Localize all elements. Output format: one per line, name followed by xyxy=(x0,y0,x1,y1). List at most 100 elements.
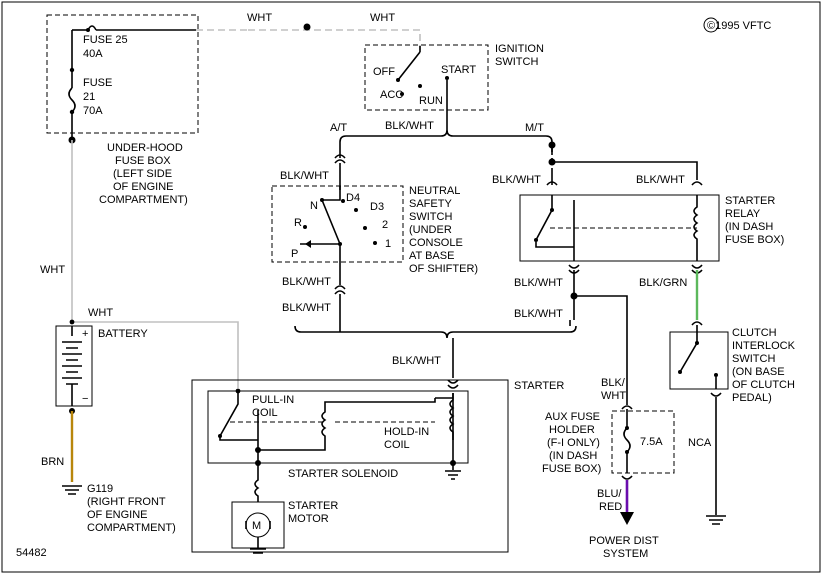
fuse-box-label-5: COMPARTMENT) xyxy=(99,194,188,206)
starter-solenoid-box xyxy=(207,390,469,464)
clutch-interlock-box xyxy=(669,331,729,390)
blu-red-label-2: RED xyxy=(599,501,622,513)
pds-label-2: SYSTEM xyxy=(603,548,648,560)
blkwht-ns-b1-label: BLK/WHT xyxy=(282,276,331,288)
ign-acc-label: ACC xyxy=(380,89,403,101)
ci-label-6: PEDAL) xyxy=(732,392,772,404)
ign-start-label: START xyxy=(441,64,476,76)
g119-label-4: COMPARTMENT) xyxy=(87,522,176,534)
solenoid-label: STARTER SOLENOID xyxy=(288,468,398,480)
wht-label-top2: WHT xyxy=(370,12,395,24)
g119-label-3: OF ENGINE xyxy=(87,509,148,521)
ignition-label-1: IGNITION xyxy=(495,43,544,55)
ground-motor-icon xyxy=(250,548,266,554)
blkwht-ignition-label: BLK/WHT xyxy=(385,120,434,132)
motor-label-1: STARTER xyxy=(288,500,338,512)
connector-aux-bottom xyxy=(621,475,633,480)
blkwht-relay-left-label: BLK/WHT xyxy=(492,174,541,186)
nss-label-2: SAFETY xyxy=(409,198,452,210)
aux-label-2: HOLDER xyxy=(549,424,595,436)
ign-off-label: OFF xyxy=(373,66,395,78)
wht-label-top1: WHT xyxy=(247,12,272,24)
starter-relay-label-2: RELAY xyxy=(725,208,761,220)
ci-label-5: OF CLUTCH xyxy=(732,379,795,391)
nss-label-6: AT BASE xyxy=(409,250,454,262)
ignition-label-2: SWITCH xyxy=(495,56,538,68)
blkwht-ns-b2-label: BLK/WHT xyxy=(282,302,331,314)
ns-r-label: R xyxy=(294,217,302,229)
at-mt-branch xyxy=(339,129,553,143)
blkwht-starter-label: BLK/WHT xyxy=(392,355,441,367)
ignition-switch-blade xyxy=(397,51,421,81)
pull-in-label-1: PULL-IN xyxy=(252,394,294,406)
neutral-safety-switch-box xyxy=(271,185,404,263)
pull-in-label-2: COIL xyxy=(252,407,278,419)
aux-label-4: (IN DASH xyxy=(549,450,597,462)
pull-in-coil xyxy=(258,398,436,451)
fuse-25-amp: 40A xyxy=(83,48,103,60)
wht-wire-ignition xyxy=(248,29,421,50)
ign-run-label: RUN xyxy=(419,95,443,107)
connector-ns-bottom xyxy=(334,285,346,295)
relay-contact-blade xyxy=(535,195,553,241)
wht-battery-to-starter-wire xyxy=(72,321,239,388)
ci-label-3: SWITCH xyxy=(732,353,775,365)
aux-label-5: FUSE BOX) xyxy=(542,463,601,475)
figure-number: 54482 xyxy=(16,547,47,559)
aux-fuse-amp: 7.5A xyxy=(640,436,663,448)
motor-m-label: M xyxy=(252,520,261,532)
hold-in-label-1: HOLD-IN xyxy=(384,426,429,438)
ignition-switch-box xyxy=(364,44,489,111)
copyright-circle xyxy=(703,17,719,33)
aux-label-3: (F-I ONLY) xyxy=(547,437,600,449)
blkwht-relay-right-label: BLK/WHT xyxy=(636,174,685,186)
blk-wht-b-label: WHT xyxy=(601,390,626,402)
neutral-switch-blade xyxy=(321,199,341,245)
fuse-box-label-1: UNDER-HOOD xyxy=(107,142,183,154)
ns-2-label: 2 xyxy=(382,219,388,231)
hold-in-label-2: COIL xyxy=(384,439,410,451)
under-hood-fuse-box xyxy=(46,14,199,134)
nss-label-7: OF SHIFTER) xyxy=(409,263,478,275)
copyright-text: ©1995 VFTC xyxy=(707,20,771,32)
power-dist-arrow-icon xyxy=(620,512,634,525)
ground-clutch-icon xyxy=(706,515,726,525)
nca-label: NCA xyxy=(688,437,712,449)
pull-in-coil-right xyxy=(449,393,455,440)
ci-label-1: CLUTCH xyxy=(732,327,777,339)
ground-solenoid-icon xyxy=(445,470,461,480)
blkwht-ns-top-label: BLK/WHT xyxy=(280,170,329,182)
blu-red-label-1: BLU/ xyxy=(597,488,622,500)
ns-p-label: P xyxy=(291,248,298,260)
battery-cells-icon xyxy=(62,341,82,385)
g119-label-2: (RIGHT FRONT xyxy=(87,496,166,508)
fuse-box-label-3: (LEFT SIDE xyxy=(113,168,172,180)
ground-g119-icon xyxy=(62,485,82,495)
connector-clutch-top xyxy=(691,321,703,326)
fuse-25-label: FUSE 25 xyxy=(83,34,128,46)
ns-d4-label: D4 xyxy=(346,192,360,204)
ns-n-label: N xyxy=(310,200,318,212)
blk-wht-a-label: BLK/ xyxy=(601,377,626,389)
starter-relay-label-4: FUSE BOX) xyxy=(725,234,784,246)
battery-minus: − xyxy=(82,393,88,405)
lower-merge-bracket xyxy=(294,325,577,339)
fuse-box-label-4: OF ENGINE xyxy=(113,181,174,193)
motor-label-2: MOTOR xyxy=(288,513,329,525)
nss-label-4: (UNDER xyxy=(409,224,452,236)
fuse-box-label-2: FUSE BOX xyxy=(115,155,171,167)
motor-field-coil xyxy=(254,463,260,502)
mt-label: M/T xyxy=(525,122,544,134)
at-label: A/T xyxy=(330,122,347,134)
battery-label: BATTERY xyxy=(98,328,148,340)
pds-label-1: POWER DIST xyxy=(589,535,659,547)
battery-plus: + xyxy=(82,328,88,340)
ns-d3-label: D3 xyxy=(370,201,384,213)
blkgrn-label: BLK/GRN xyxy=(639,277,687,289)
connector-relay-right xyxy=(691,181,703,186)
starter-outer-box xyxy=(191,379,509,553)
connector-at-top xyxy=(334,154,346,164)
nss-label-5: CONSOLE xyxy=(409,237,463,249)
